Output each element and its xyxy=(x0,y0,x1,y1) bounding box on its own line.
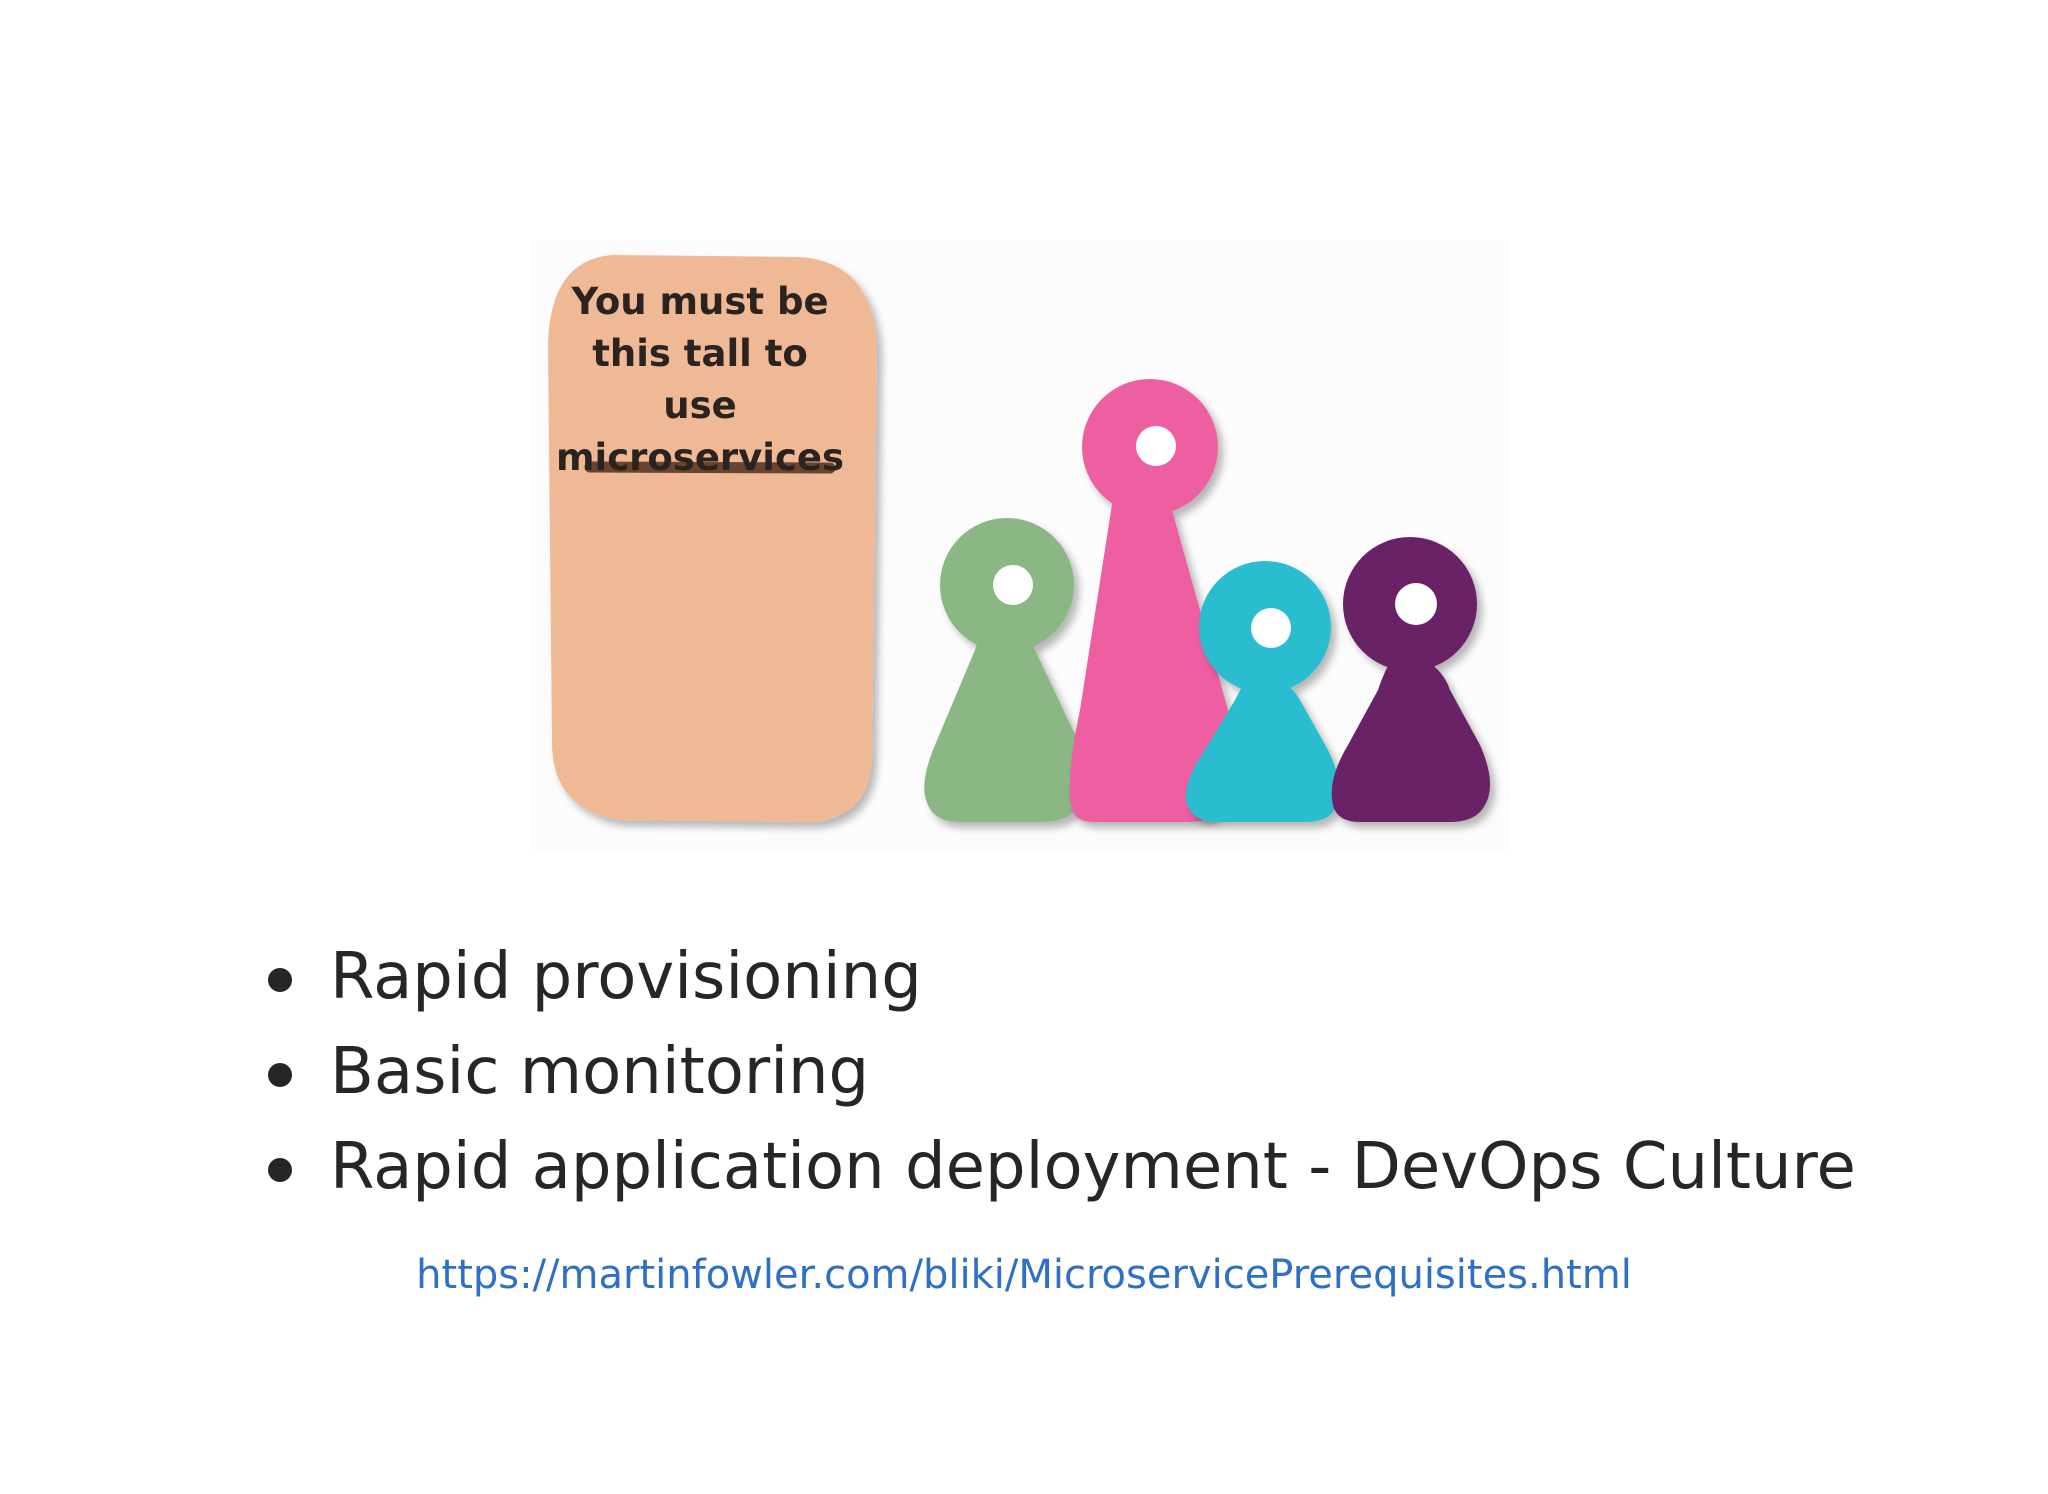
list-item-text: Rapid provisioning xyxy=(330,940,922,1014)
purple-pawn-icon xyxy=(1331,537,1490,822)
pink-pawn-hole xyxy=(1136,426,1176,466)
cyan-pawn-hole xyxy=(1251,608,1291,648)
list-item-text: Basic monitoring xyxy=(330,1035,870,1109)
sign-line: microservices xyxy=(555,436,845,479)
bullet-icon xyxy=(268,1063,292,1087)
height-sign-board xyxy=(548,255,877,822)
bullet-icon xyxy=(268,968,292,992)
height-mark-bar xyxy=(584,461,836,474)
list-item: Basic monitoring xyxy=(260,1025,1856,1120)
height-sign-text: You must be this tall to use microservic… xyxy=(550,276,850,484)
source-link[interactable]: https://martinfowler.com/bliki/Microserv… xyxy=(416,1252,1632,1298)
list-item: Rapid application deployment - DevOps Cu… xyxy=(260,1120,1856,1215)
list-item-text: Rapid application deployment - DevOps Cu… xyxy=(330,1130,1856,1204)
prerequisites-list: Rapid provisioning Basic monitoring Rapi… xyxy=(260,930,1856,1215)
sign-line: this tall to use xyxy=(592,332,808,427)
green-pawn-icon xyxy=(924,518,1088,822)
bullet-icon xyxy=(268,1158,292,1182)
sign-line: You must be xyxy=(571,280,829,323)
list-item: Rapid provisioning xyxy=(260,930,1856,1025)
purple-pawn-hole xyxy=(1395,583,1437,625)
green-pawn-hole xyxy=(993,565,1033,605)
